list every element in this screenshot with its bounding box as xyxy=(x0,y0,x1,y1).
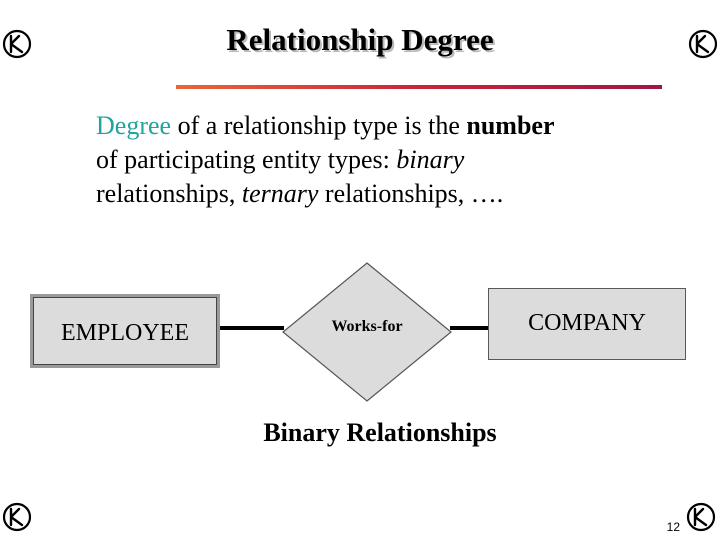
body-text-segment: relationships, …. xyxy=(318,179,504,208)
term-degree: Degree xyxy=(96,111,172,140)
slide-title: Relationship Degree xyxy=(226,22,494,57)
relationship-label: Works-for xyxy=(331,318,403,335)
term-binary: binary xyxy=(396,145,465,174)
corner-glyph-icon xyxy=(0,27,34,61)
page-number: 12 xyxy=(666,520,680,534)
body-paragraph: Degree of a relationship type is the num… xyxy=(96,109,696,211)
entity-company: COMPANY xyxy=(488,288,686,360)
diagram-caption: Binary Relationships xyxy=(263,418,497,447)
term-number: number xyxy=(466,111,555,140)
body-text-segment: relationships, xyxy=(96,179,242,208)
connector-employee-works-for xyxy=(220,326,284,330)
term-ternary: ternary xyxy=(241,179,319,208)
body-text-segment: of participating entity types: xyxy=(96,145,397,174)
connector-works-for-company xyxy=(450,326,488,330)
corner-glyph-icon xyxy=(0,500,34,534)
corner-glyph-icon xyxy=(686,27,720,61)
corner-glyph-icon xyxy=(684,500,718,534)
entity-label: EMPLOYEE xyxy=(61,319,189,346)
entity-employee: EMPLOYEE xyxy=(30,294,220,368)
relationship-diamond xyxy=(282,262,452,402)
body-text-segment: of a relationship type is the xyxy=(171,111,467,140)
entity-label: COMPANY xyxy=(528,310,646,336)
title-divider xyxy=(176,85,662,89)
